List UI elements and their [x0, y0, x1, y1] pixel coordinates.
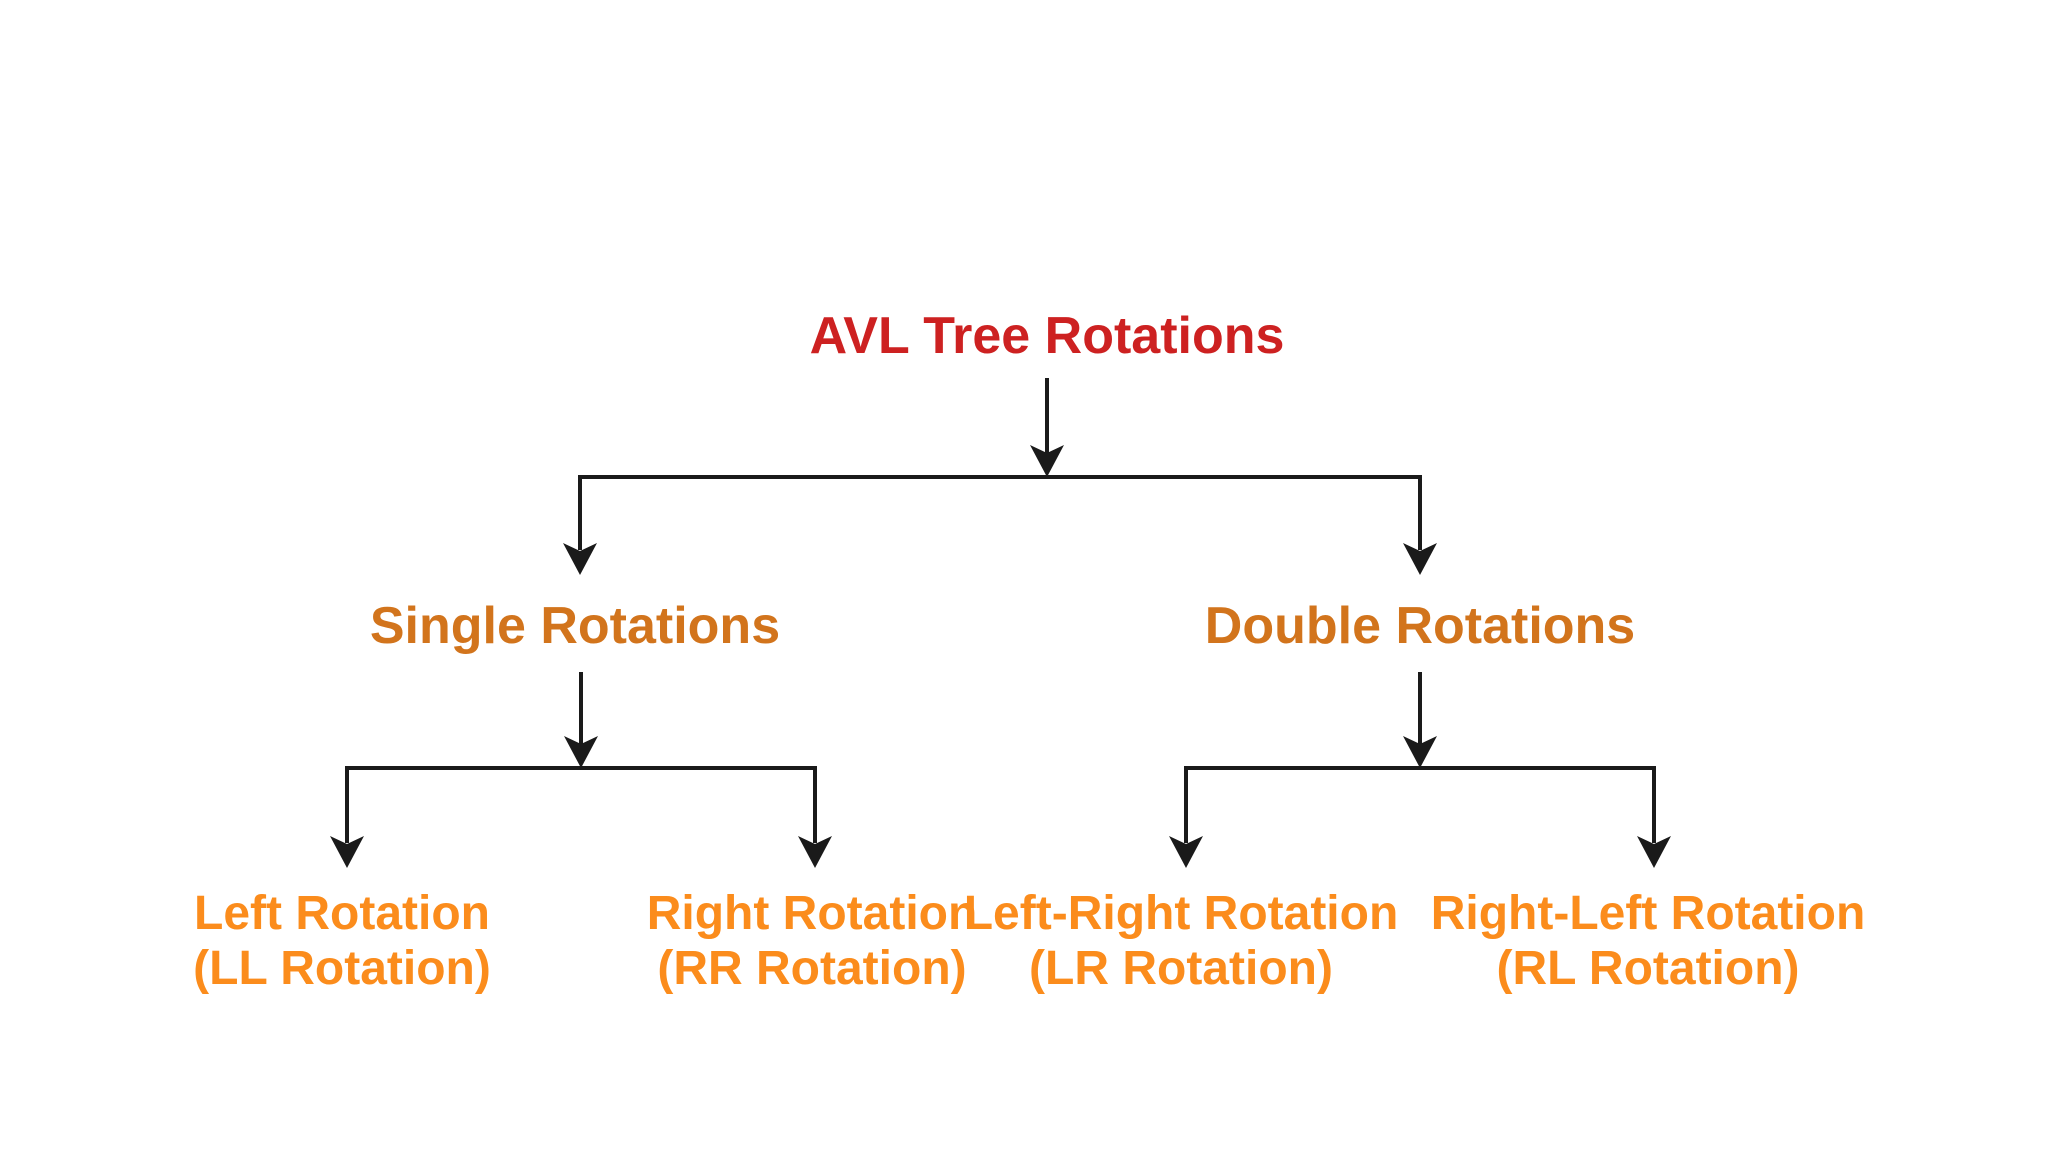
arrow-down-icon [798, 836, 832, 868]
arrow-down-icon [330, 836, 364, 868]
node-right-left-rotation-line2: (RL Rotation) [1496, 942, 1800, 995]
node-left-right-rotation: Left-Right Rotation (LR Rotation) [964, 886, 1399, 996]
node-left-right-rotation-line2: (LR Rotation) [1029, 942, 1333, 995]
arrow-down-icon [1637, 836, 1671, 868]
node-left-rotation-line1: Left Rotation [194, 887, 490, 940]
node-right-left-rotation: Right-Left Rotation (RL Rotation) [1431, 886, 1866, 996]
connector-single-to-children [330, 672, 832, 868]
arrow-down-icon [564, 736, 598, 768]
node-right-rotation: Right Rotation (RR Rotation) [647, 886, 978, 996]
node-right-rotation-line1: Right Rotation [646, 887, 978, 940]
arrow-down-icon [1403, 543, 1437, 575]
node-double-rotations: Double Rotations [1204, 597, 1636, 655]
arrow-down-icon [1403, 736, 1437, 768]
node-left-rotation-line2: (LL Rotation) [193, 942, 491, 995]
arrow-down-icon [563, 543, 597, 575]
arrow-down-icon [1169, 836, 1203, 868]
connector-double-to-children [1169, 672, 1671, 868]
connector-title-to-level2 [563, 378, 1437, 575]
node-left-right-rotation-line1: Left-Right Rotation [963, 887, 1399, 940]
node-single-rotations: Single Rotations [369, 597, 781, 655]
node-right-left-rotation-line1: Right-Left Rotation [1430, 887, 1866, 940]
arrow-down-icon [1030, 445, 1064, 477]
node-right-rotation-line2: (RR Rotation) [657, 942, 967, 995]
diagram-title: AVL Tree Rotations [809, 307, 1285, 365]
node-left-rotation: Left Rotation (LL Rotation) [193, 886, 491, 996]
